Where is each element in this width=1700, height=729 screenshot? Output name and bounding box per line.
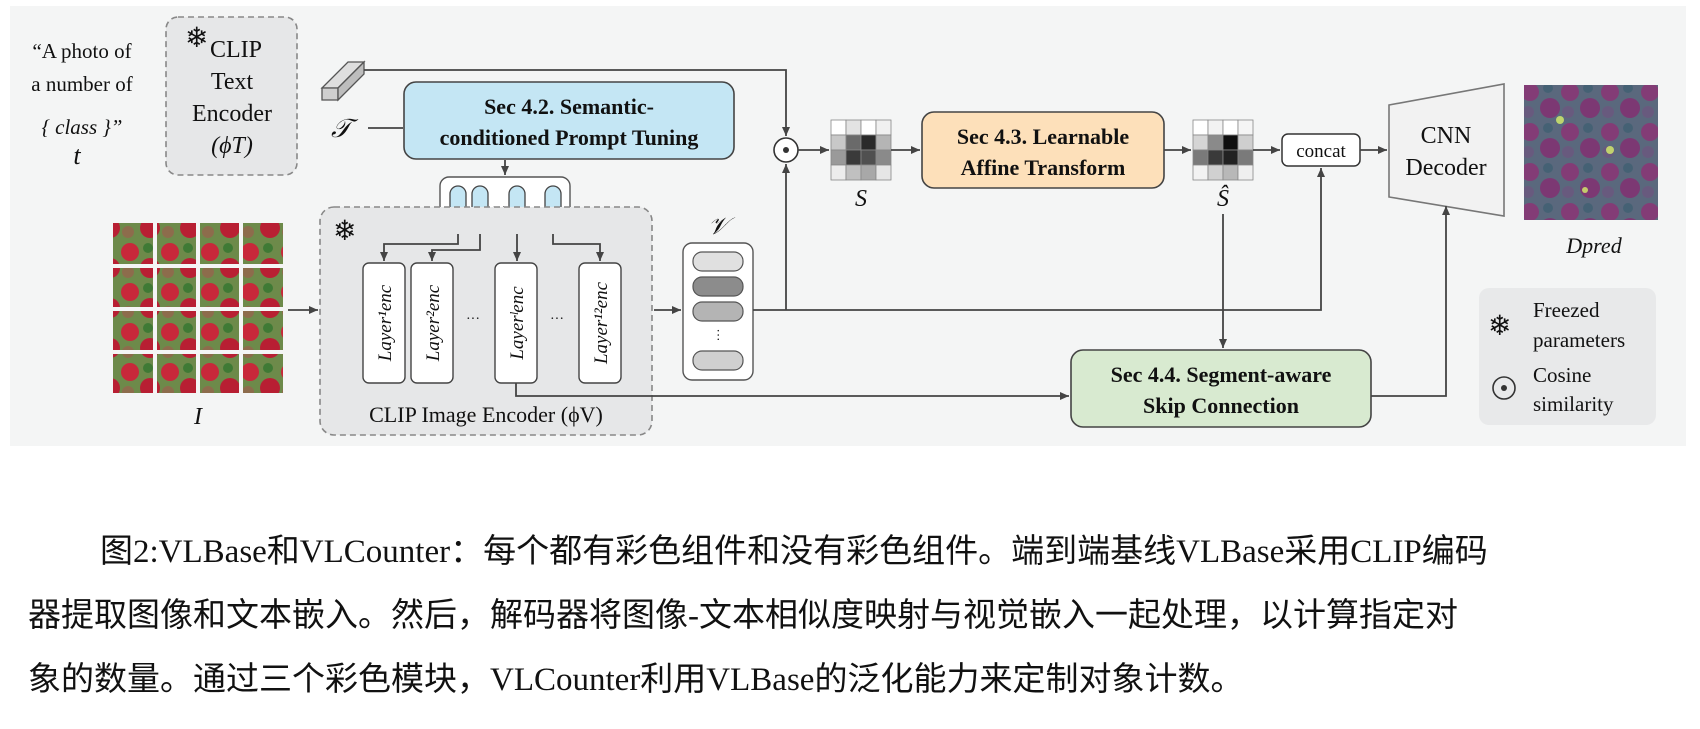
figure-caption: 图2:VLBase和VLCounter：每个都有彩色组件和没有彩色组件。端到端基… [28,520,1678,712]
cosine-similarity-node [773,137,799,163]
sec42-box: Sec 4.2. Semantic- conditioned Prompt Tu… [403,81,735,160]
encoder-layers: Layer¹enc Layer²enc ··· Layerˡenc ··· La… [362,262,622,384]
visual-embed-label: 𝒱 [708,214,736,240]
sim-hat-label: Ŝ [1217,185,1229,212]
text-encoder-line-2: Text [211,69,254,95]
legend: ❄ Freezed parameters Cosine similarity [1479,288,1656,425]
sec44-box: Sec 4.4. Segment-aware Skip Connection [1070,349,1372,428]
decoder-line-2: Decoder [1405,155,1486,181]
cosine-icon [1492,376,1516,400]
similarity-map-s-hat [1192,119,1254,181]
sim-label: S [855,186,867,212]
layer-ellipsis-1: ··· [466,312,480,327]
caption-line-2: 器提取图像和文本嵌入。然后，解码器将图像-文本相似度映射与视觉嵌入一起处理，以计… [28,598,1458,634]
prompt-variable: t [73,141,81,170]
connection-arrows [288,69,1450,400]
output-density-map [1524,85,1658,220]
prompt-line-2: a number of [31,72,132,96]
snowflake-icon: ❄ [1488,311,1511,342]
sec44-line-2: Skip Connection [1143,393,1299,418]
layer-ellipsis-2: ··· [550,312,564,327]
text-encoder-line-4: (ϕT) [211,133,253,159]
similarity-map-s [830,119,892,181]
input-image-grid [113,223,283,393]
cnn-decoder: CNN Decoder [1388,83,1505,217]
snowflake-icon: ❄ [333,216,356,247]
input-image-label: I [193,404,203,430]
layer-2-label: Layer²enc [423,284,444,362]
legend-cos-line-2: similarity [1533,392,1614,416]
caption-line-1: 图2:VLBase和VLCounter：每个都有彩色组件和没有彩色组件。端到端基… [100,534,1488,570]
token-label: 𝒯 [331,114,359,143]
text-encoder-line-3: Encoder [192,101,272,127]
sec44-line-1: Sec 4.4. Segment-aware [1111,362,1332,387]
text-token-icon [320,60,366,102]
sec42-line-1: Sec 4.2. Semantic- [484,94,654,119]
sec43-line-1: Sec 4.3. Learnable [957,124,1130,149]
legend-cos-line-1: Cosine [1533,363,1591,387]
concat-box: concat [1281,133,1361,167]
svg-text:···: ··· [711,329,726,342]
visual-embedding: ··· [682,242,754,381]
layer-l-label: Layerˡenc [507,286,528,361]
decoder-line-1: CNN [1421,123,1472,149]
prompt-line-3: { class }” [42,115,123,139]
concat-label: concat [1296,141,1346,162]
prompt-line-1: “A photo of [32,39,131,63]
image-encoder-label: CLIP Image Encoder (ϕV) [369,402,603,427]
sec42-line-2: conditioned Prompt Tuning [440,125,699,150]
layer-1-label: Layer¹enc [375,284,396,362]
legend-freeze-line-1: Freezed [1533,298,1600,322]
legend-freeze-line-2: parameters [1533,328,1625,352]
sec43-box: Sec 4.3. Learnable Affine Transform [921,111,1165,189]
snowflake-icon: ❄ [185,23,208,54]
layer-12-label: Layer¹²enc [591,281,612,365]
caption-line-3: 象的数量。通过三个彩色模块，VLCounter利用VLBase的泛化能力来定制对… [28,662,1244,698]
prompt-text: “A photo of a number of { class }” t [31,39,132,170]
text-encoder-box: ❄ CLIP Text Encoder (ϕT) [165,16,298,176]
sec43-line-2: Affine Transform [961,155,1126,180]
architecture-diagram: “A photo of a number of { class }” t ❄ C… [31,16,1658,436]
output-label: Dpred [1565,233,1622,258]
text-encoder-line-1: CLIP [210,37,262,63]
